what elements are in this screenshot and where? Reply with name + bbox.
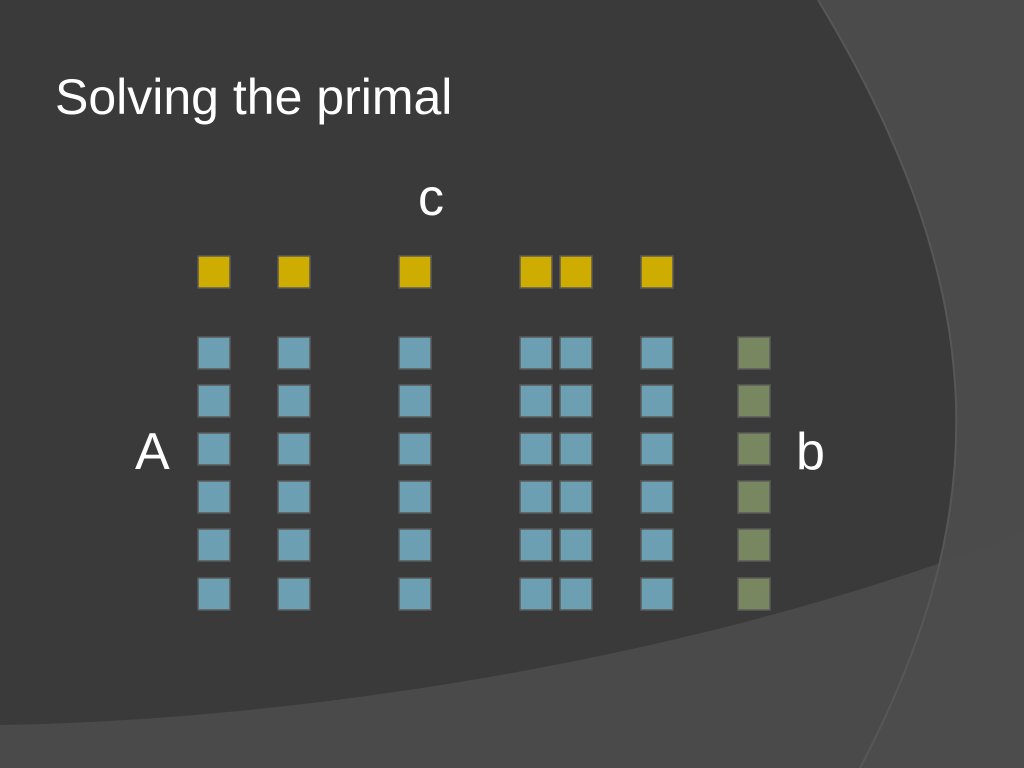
a-block [197,577,231,611]
a-block [197,528,231,562]
a-block [559,480,593,514]
c-block [277,255,311,289]
a-block [398,528,432,562]
a-block [559,577,593,611]
a-block [559,336,593,370]
c-block [197,255,231,289]
a-block [519,384,553,418]
a-block [398,384,432,418]
b-block [737,577,771,611]
a-block [559,432,593,466]
a-block [640,384,674,418]
a-block [640,528,674,562]
b-vector-label: b [796,423,825,481]
a-block [559,384,593,418]
b-block [737,432,771,466]
a-block [277,432,311,466]
a-block [519,432,553,466]
a-block [197,336,231,370]
a-block [640,432,674,466]
c-vector-label: c [418,169,444,227]
slide-title: Solving the primal [55,69,453,125]
a-block [640,336,674,370]
c-block [640,255,674,289]
b-block [737,528,771,562]
c-block [519,255,553,289]
b-block [737,384,771,418]
a-block [519,528,553,562]
a-block [398,432,432,466]
a-block [197,384,231,418]
a-block [197,432,231,466]
a-block [398,480,432,514]
a-block [277,384,311,418]
a-matrix-label: A [135,423,170,481]
a-block [277,480,311,514]
a-block [519,577,553,611]
a-block [197,480,231,514]
a-block [277,336,311,370]
a-block [559,528,593,562]
a-block [640,480,674,514]
a-block [398,336,432,370]
c-block [398,255,432,289]
a-block [277,577,311,611]
c-block [559,255,593,289]
a-block [519,480,553,514]
b-block [737,480,771,514]
a-block [519,336,553,370]
a-block [277,528,311,562]
a-block [398,577,432,611]
a-block [640,577,674,611]
b-block [737,336,771,370]
